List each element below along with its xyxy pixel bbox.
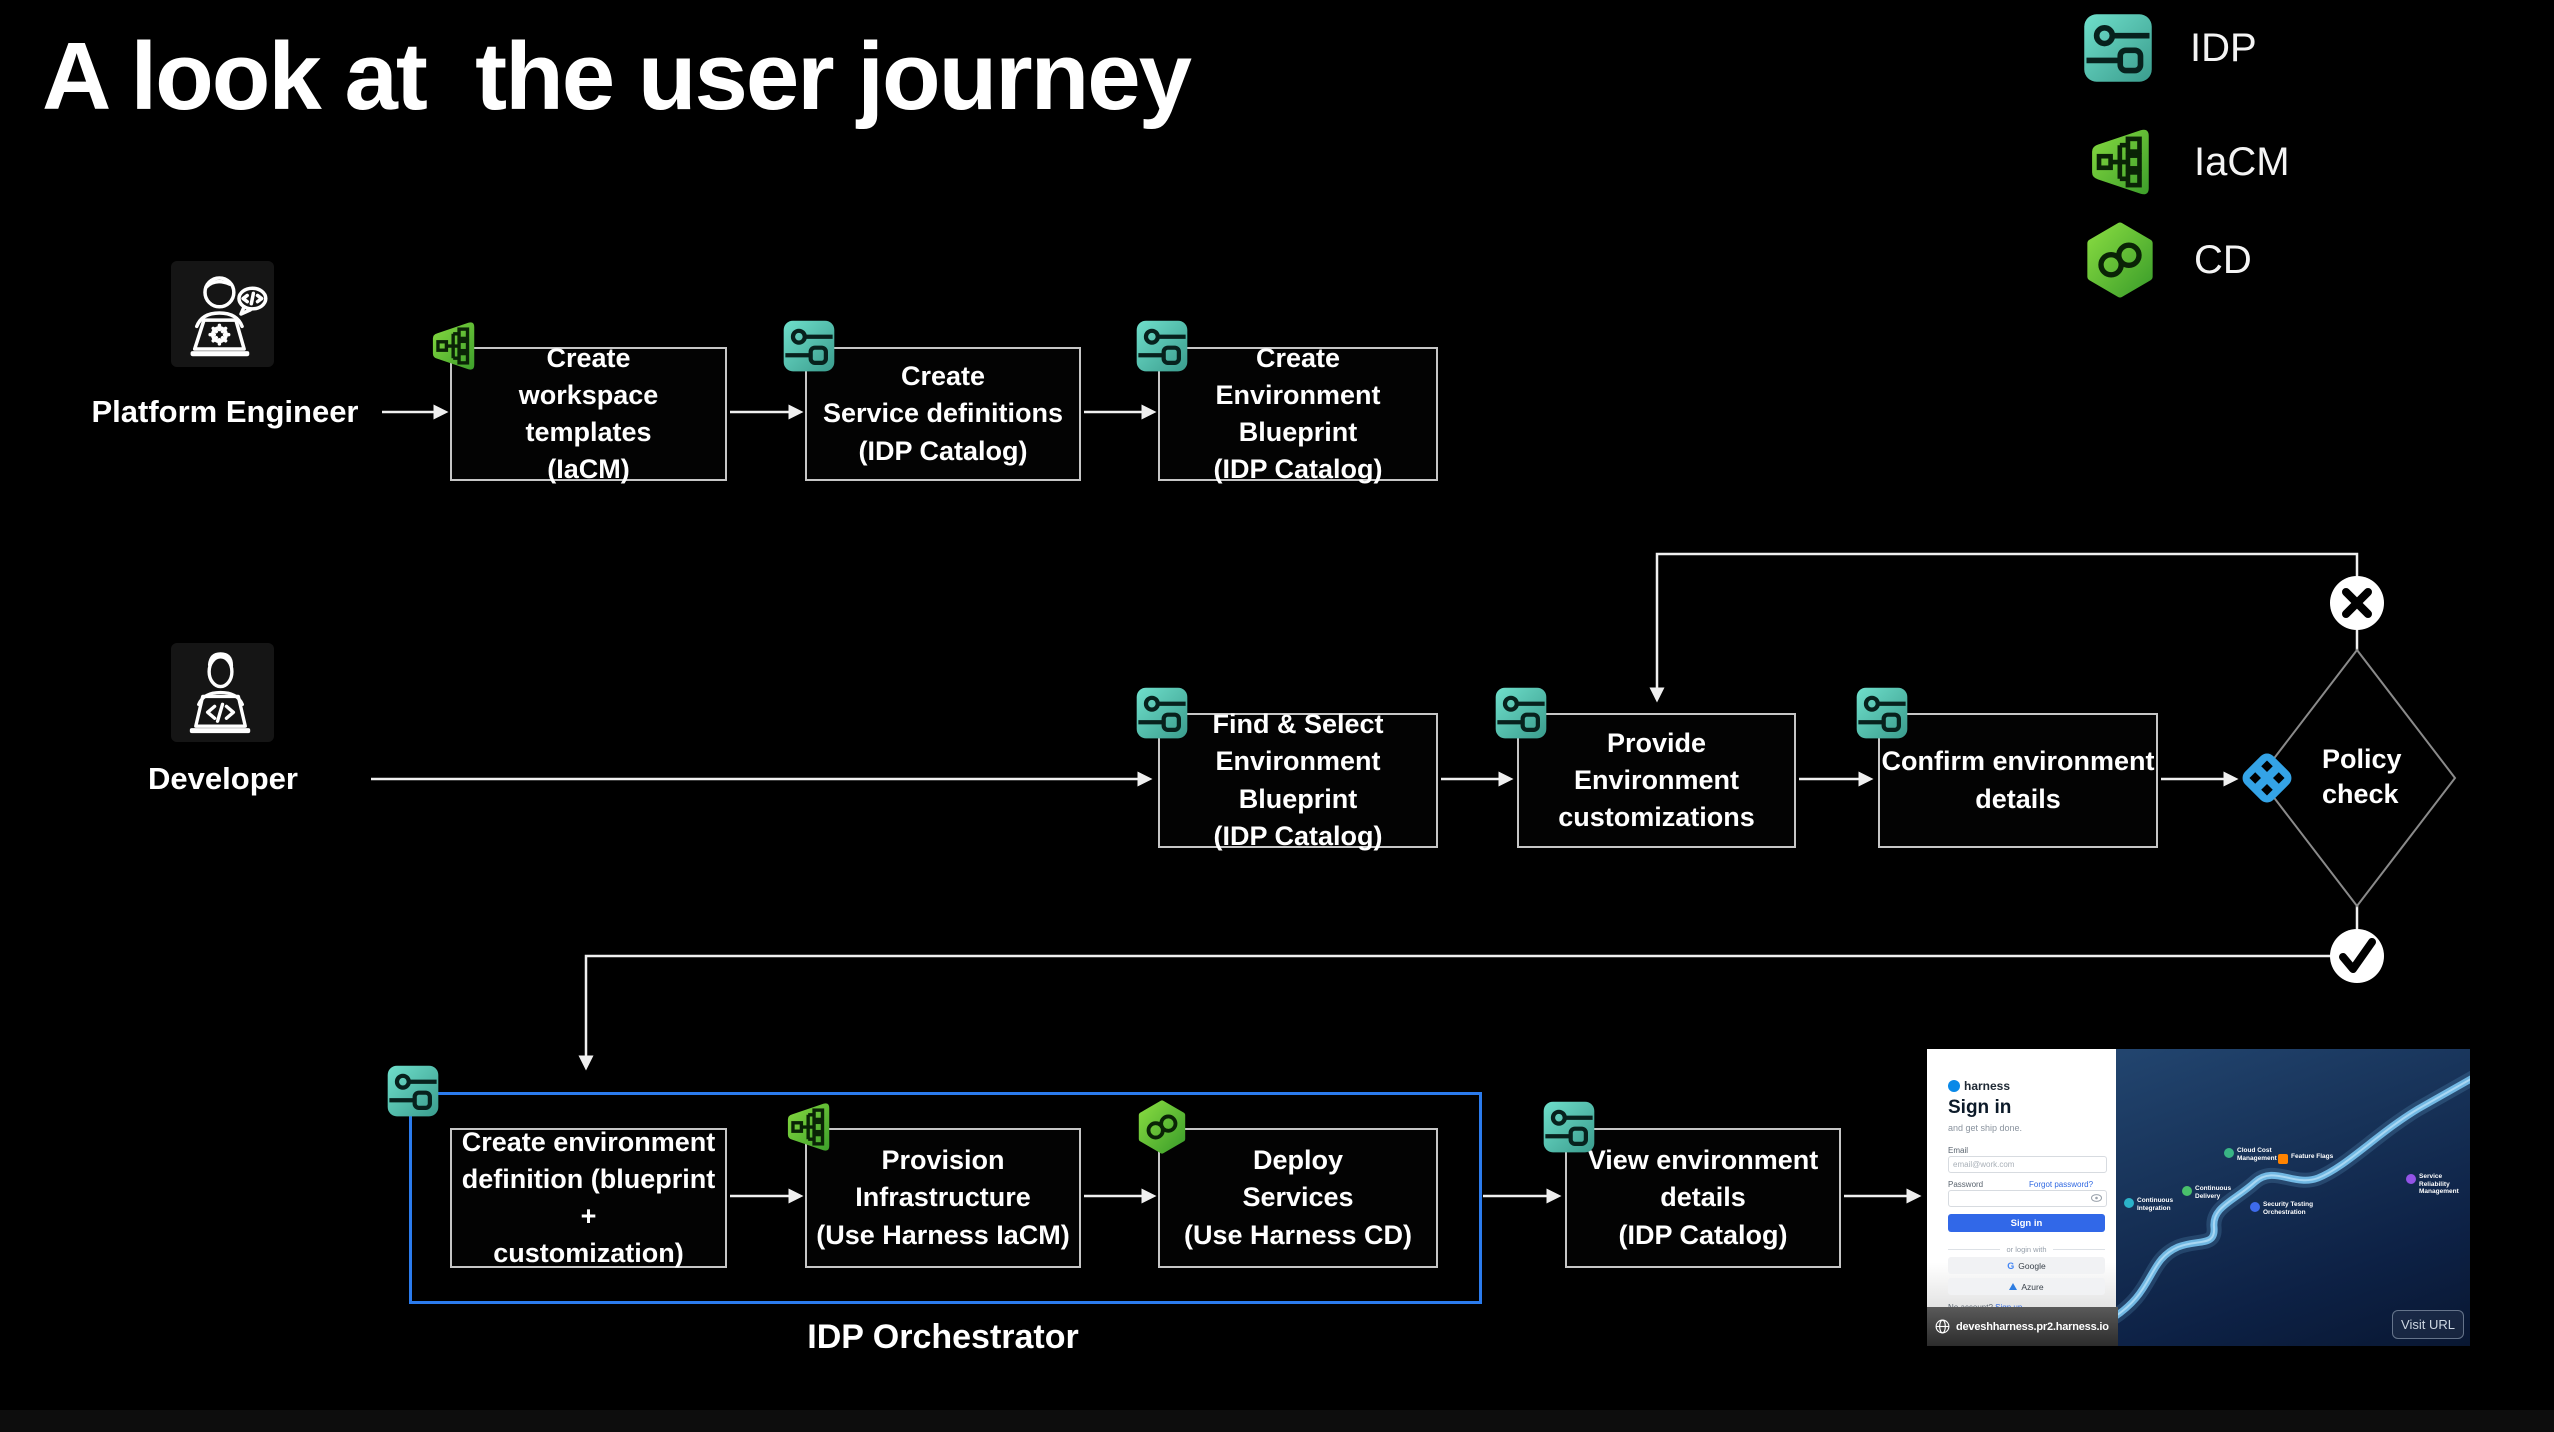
milestone: Service Reliability Management	[2406, 1173, 2470, 1196]
signin-button[interactable]: Sign in	[1948, 1214, 2105, 1232]
milestone-label: Cloud Cost Management	[2237, 1147, 2277, 1162]
address-bar: deveshharness.pr2.harness.io	[1927, 1307, 2118, 1346]
globe-icon	[1934, 1318, 1951, 1335]
google-login-button[interactable]: G Google	[1948, 1257, 2105, 1274]
policy-icon	[2238, 749, 2296, 807]
visit-url-button[interactable]: Visit URL	[2392, 1310, 2464, 1339]
milestone-label: Feature Flags	[2291, 1153, 2334, 1160]
forgot-password-link[interactable]: Forgot password?	[2029, 1180, 2094, 1189]
step-create-workspace-templates: Create workspace templates (IaCM)	[450, 343, 727, 484]
legend-label: IaCM	[2194, 139, 2290, 184]
step-create-environment-blueprint: Create Environment Blueprint (IDP Catalo…	[1158, 343, 1438, 484]
signin-form-panel: harness Sign in and get ship done. Email…	[1927, 1049, 2116, 1346]
cd-icon	[1135, 1100, 1189, 1154]
step-provide-environment-customizations: Provide Environment customizations	[1517, 713, 1796, 848]
harness-logo-icon	[1948, 1080, 1960, 1092]
bottom-strip	[0, 1410, 2554, 1432]
legend-item-iacm: IaCM	[2084, 124, 2290, 200]
developer-avatar	[171, 643, 274, 742]
step-create-environment-definition: Create environment definition (blueprint…	[450, 1127, 727, 1268]
milestone: Continuous Delivery	[2182, 1185, 2231, 1200]
idp-icon	[386, 1064, 440, 1118]
idp-icon	[1494, 686, 1548, 740]
milestone-dot-icon	[2250, 1202, 2260, 1212]
platform-engineer-label: Platform Engineer	[91, 394, 359, 429]
milestone: Cloud Cost Management	[2224, 1147, 2277, 1162]
iacm-icon	[2084, 124, 2158, 200]
step-create-service-definitions: Create Service definitions (IDP Catalog)	[805, 347, 1081, 481]
idp-icon	[1135, 319, 1189, 373]
milestone-dot-icon	[2124, 1198, 2134, 1208]
iacm-icon	[782, 1100, 836, 1154]
milestone: Continuous Integration	[2124, 1197, 2173, 1212]
idp-icon	[1855, 686, 1909, 740]
journey-road-graphic	[2116, 1070, 2470, 1325]
signin-artwork-panel: Continuous Integration Continuous Delive…	[2116, 1049, 2470, 1346]
milestone-label: Security Testing Orchestration	[2263, 1201, 2314, 1216]
legend-label: CD	[2194, 237, 2252, 282]
google-button-label: Google	[2018, 1260, 2046, 1271]
idp-icon	[1542, 1100, 1596, 1154]
azure-login-button[interactable]: Azure	[1948, 1278, 2105, 1295]
idp-icon	[1135, 686, 1189, 740]
step-find-select-environment-blueprint: Find & Select Environment Blueprint (IDP…	[1158, 709, 1438, 851]
iacm-icon	[427, 319, 481, 373]
show-password-icon[interactable]	[2091, 1194, 2102, 1202]
policy-fail-badge	[2330, 576, 2384, 630]
page-title: A look at the user journey	[42, 23, 1192, 130]
legend-item-cd: CD	[2082, 222, 2252, 298]
step-view-environment-details: View environment details (IDP Catalog)	[1565, 1128, 1841, 1268]
azure-button-label: Azure	[2021, 1281, 2044, 1292]
platform-engineer-avatar	[171, 261, 274, 367]
platform-engineer-icon	[171, 261, 274, 367]
idp-icon	[2082, 12, 2154, 84]
step-confirm-environment-details: Confirm environment details	[1878, 713, 2158, 848]
step-provision-infrastructure: Provision Infrastructure (Use Harness Ia…	[805, 1128, 1081, 1268]
milestone-dot-icon	[2278, 1154, 2288, 1164]
idp-icon	[782, 319, 836, 373]
milestone-dot-icon	[2182, 1186, 2192, 1196]
step-deploy-services: Deploy Services (Use Harness CD)	[1158, 1128, 1438, 1268]
browser-preview: Continuous Integration Continuous Delive…	[1927, 1049, 2470, 1346]
developer-label: Developer	[148, 761, 298, 796]
password-field[interactable]	[1948, 1190, 2107, 1207]
legend-item-idp: IDP	[2082, 12, 2257, 84]
milestone: Feature Flags	[2278, 1153, 2333, 1164]
policy-pass-badge	[2330, 929, 2384, 983]
or-login-divider: or login with	[1948, 1245, 2105, 1254]
email-field[interactable]	[1948, 1156, 2107, 1173]
developer-icon	[171, 643, 274, 742]
password-label: Password	[1948, 1180, 1984, 1189]
legend-label: IDP	[2190, 25, 2257, 70]
divider-label: or login with	[2006, 1245, 2047, 1254]
milestone-label: Continuous Delivery	[2195, 1185, 2232, 1200]
signin-heading: Sign in	[1948, 1097, 2012, 1118]
milestone-label: Continuous Integration	[2137, 1197, 2174, 1212]
azure-icon	[2009, 1283, 2018, 1290]
idp-orchestrator-container	[409, 1092, 1482, 1304]
address-url: deveshharness.pr2.harness.io	[1956, 1320, 2109, 1333]
milestone: Security Testing Orchestration	[2250, 1201, 2313, 1216]
cd-icon	[2082, 222, 2158, 298]
policy-check-label: Policy check	[2322, 744, 2402, 809]
idp-orchestrator-label: IDP Orchestrator	[807, 1318, 1079, 1356]
milestone-dot-icon	[2406, 1174, 2416, 1184]
email-label: Email	[1948, 1146, 1969, 1155]
brand-name: harness	[1964, 1079, 2011, 1093]
signin-subheading: and get ship done.	[1948, 1123, 2023, 1133]
milestone-dot-icon	[2224, 1148, 2234, 1158]
google-icon: G	[2007, 1260, 2015, 1271]
milestone-label: Service Reliability Management	[2419, 1173, 2459, 1195]
